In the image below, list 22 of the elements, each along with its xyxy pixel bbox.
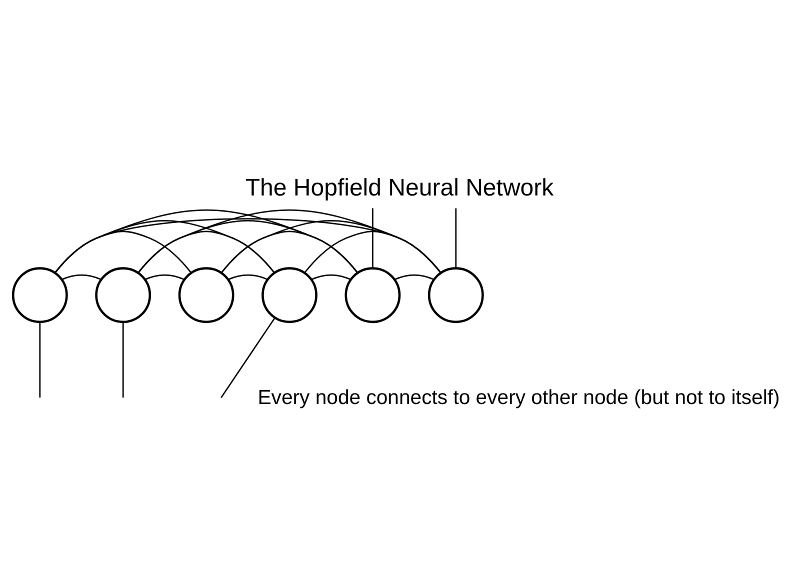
node-circle <box>178 266 234 323</box>
connector <box>311 274 351 280</box>
node-circle <box>95 266 152 323</box>
connector <box>62 274 102 280</box>
diagram-title: The Hopfield Neural Network <box>245 174 554 202</box>
connector <box>455 208 457 268</box>
connector <box>54 218 442 273</box>
connector <box>144 274 185 280</box>
connector <box>372 208 374 268</box>
connector <box>220 220 442 273</box>
node-circle <box>262 266 318 323</box>
caption: Every node connects to every other node (but not to itself) <box>258 386 780 408</box>
connector <box>304 230 442 273</box>
connector <box>228 274 268 280</box>
connector <box>39 321 41 398</box>
connector <box>220 316 276 398</box>
connector <box>138 208 442 273</box>
node-circle <box>12 266 68 323</box>
node-circle <box>428 266 484 323</box>
connector <box>122 321 124 398</box>
node-circle <box>344 266 401 323</box>
connector <box>394 274 434 280</box>
